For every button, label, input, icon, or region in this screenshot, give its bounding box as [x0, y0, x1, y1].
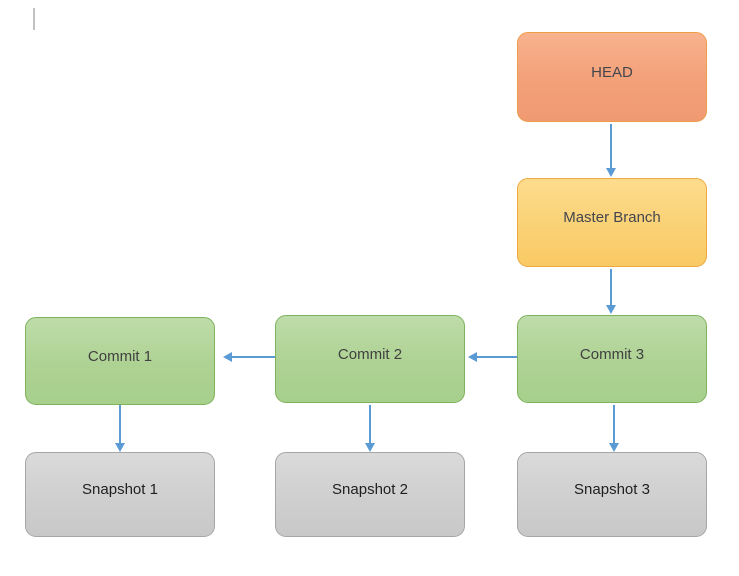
node-commit-3-label: Commit 3: [579, 345, 645, 363]
arrow-line: [119, 405, 121, 444]
node-snapshot-2-label: Snapshot 2: [332, 481, 408, 498]
node-snapshot-2: Snapshot 2: [275, 452, 465, 537]
arrow-left-icon: [468, 352, 477, 362]
node-head-label: HEAD: [591, 63, 633, 81]
node-snapshot-1-label: Snapshot 1: [82, 481, 158, 498]
node-snapshot-3-label: Snapshot 3: [574, 481, 650, 498]
arrow-left-icon: [223, 352, 232, 362]
node-commit-1: Commit 1: [25, 317, 215, 405]
arrow-down-icon: [606, 305, 616, 314]
text-cursor-artifact: [33, 8, 35, 30]
node-head: HEAD: [517, 32, 707, 122]
arrow-line: [610, 269, 612, 306]
arrow-down-icon: [606, 168, 616, 177]
node-commit-2: Commit 2: [275, 315, 465, 403]
node-master-branch: Master Branch: [517, 178, 707, 267]
arrow-line: [610, 124, 612, 169]
node-commit-3: Commit 3: [517, 315, 707, 403]
arrow-line: [613, 405, 615, 444]
node-snapshot-1: Snapshot 1: [25, 452, 215, 537]
arrow-down-icon: [115, 443, 125, 452]
arrow-line: [477, 356, 517, 358]
node-snapshot-3: Snapshot 3: [517, 452, 707, 537]
node-commit-2-label: Commit 2: [337, 345, 403, 363]
arrow-line: [369, 405, 371, 444]
arrow-down-icon: [365, 443, 375, 452]
arrow-line: [232, 356, 275, 358]
node-master-branch-label: Master Branch: [563, 209, 661, 226]
arrow-down-icon: [609, 443, 619, 452]
node-commit-1-label: Commit 1: [87, 347, 153, 365]
